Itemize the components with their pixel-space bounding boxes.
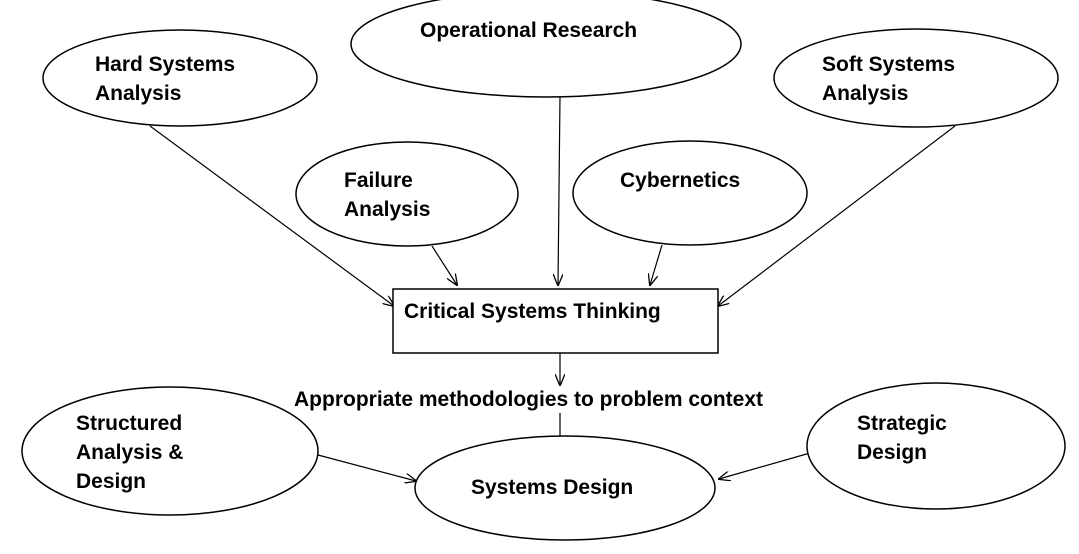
- node-soft-systems-analysis-label-line1: Soft Systems: [822, 53, 955, 76]
- node-systems-design-label: Systems Design: [471, 476, 633, 499]
- node-operational-research-label: Operational Research: [420, 19, 637, 42]
- node-soft-systems-analysis: Soft Systems Analysis: [773, 28, 1059, 128]
- edge-label-appropriate-methodologies: Appropriate methodologies to problem con…: [294, 388, 763, 411]
- node-failure-analysis: Failure Analysis: [295, 141, 519, 247]
- node-cybernetics-label: Cybernetics: [620, 169, 740, 192]
- node-strategic-design-label-line1: Strategic: [857, 412, 947, 435]
- edge-failure-to-critical: [431, 245, 457, 285]
- edge-operational-research-to-critical: [558, 95, 560, 285]
- node-failure-analysis-label-line2: Analysis: [344, 198, 430, 221]
- connectors: [149, 95, 956, 481]
- edge-structured-to-systems-design: [317, 454, 416, 481]
- node-hard-systems-analysis-label-line1: Hard Systems: [95, 53, 235, 76]
- node-strategic-design: Strategic Design: [806, 382, 1066, 510]
- node-operational-research: Operational Research: [350, 0, 742, 98]
- node-failure-analysis-label-line1: Failure: [344, 169, 413, 192]
- node-cybernetics: Cybernetics: [572, 140, 808, 246]
- node-structured-analysis-design-label-line3: Design: [76, 470, 146, 493]
- node-structured-analysis-design-label-line1: Structured: [76, 412, 182, 435]
- node-structured-analysis-design-label-line2: Analysis &: [76, 441, 183, 464]
- edge-hard-systems-to-critical: [149, 125, 394, 306]
- node-structured-analysis-design: Structured Analysis & Design: [21, 386, 319, 516]
- node-systems-design: Systems Design: [414, 435, 716, 541]
- node-hard-systems-analysis-label-line2: Analysis: [95, 82, 181, 105]
- node-critical-systems-thinking-label: Critical Systems Thinking: [404, 300, 661, 323]
- edge-cybernetics-to-critical: [650, 244, 663, 285]
- node-hard-systems-analysis: Hard Systems Analysis: [42, 29, 318, 127]
- edge-soft-systems-to-critical: [718, 125, 956, 306]
- node-soft-systems-analysis-label-line2: Analysis: [822, 82, 908, 105]
- edge-strategic-to-systems-design: [719, 452, 811, 479]
- node-critical-systems-thinking: Critical Systems Thinking: [392, 288, 719, 354]
- node-strategic-design-label-line2: Design: [857, 441, 927, 464]
